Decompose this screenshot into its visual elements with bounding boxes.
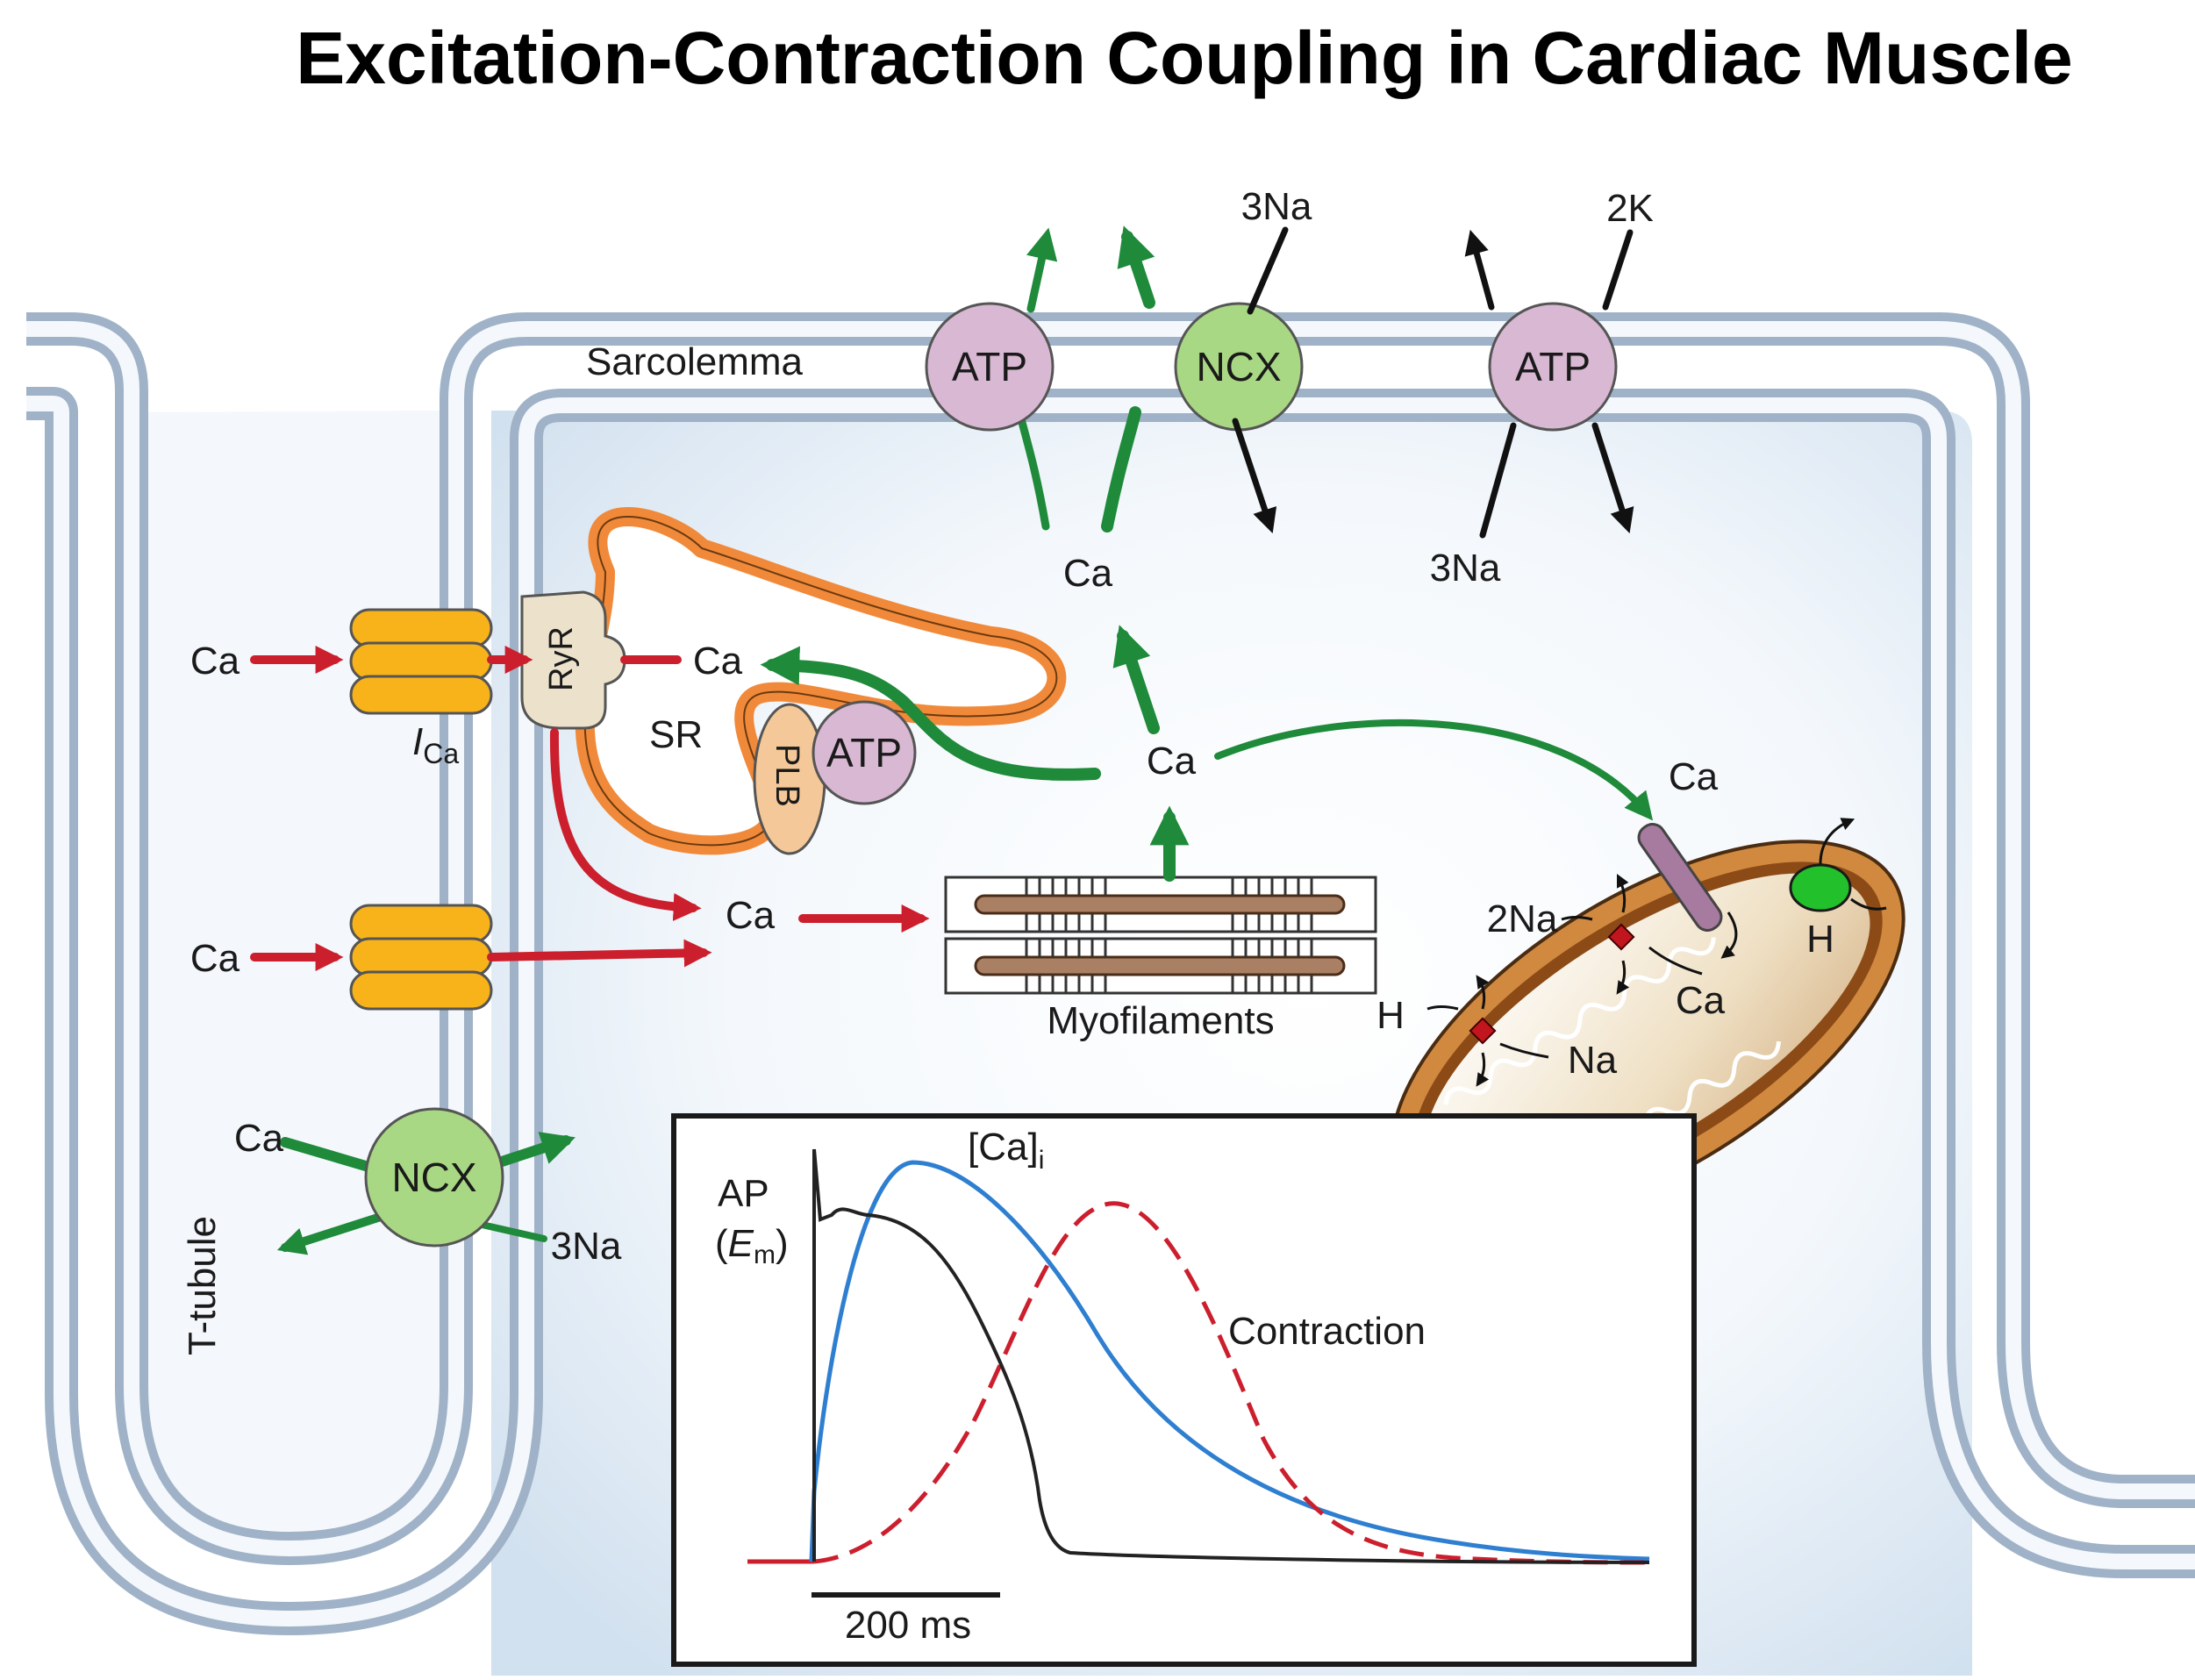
ttubule-ncx-in-arrow: [280, 1137, 374, 1172]
ca-cytosol-label: Ca: [726, 894, 776, 937]
sr-atp-pump: [812, 700, 917, 805]
mito-na-label: Na: [1568, 1039, 1618, 1082]
nak-k-in-arrow: [1591, 422, 1634, 533]
mito-ca-inner-label: Ca: [1676, 979, 1726, 1022]
ica-label-main: I: [412, 720, 423, 763]
mito-na-ca-exchanger: [1607, 923, 1635, 951]
plb-label: PLB: [769, 744, 805, 807]
ttubule-ncx-label: NCX: [391, 1155, 476, 1200]
ttubule-ncx-exchanger: [364, 1107, 504, 1247]
ca-extracellular-top-label: Ca: [190, 640, 240, 683]
myofilaments: [944, 876, 1377, 995]
scale-bar-label: 200 ms: [845, 1604, 971, 1647]
ca-ttubule-label: Ca: [234, 1117, 284, 1160]
sr-label: SR: [649, 713, 703, 756]
mito-uptake-arrow: [1214, 718, 1654, 821]
na-k-atpase: [1488, 302, 1618, 432]
membrane-outer-core: [26, 321, 2195, 1556]
contraction-label: Contraction: [1228, 1310, 1426, 1353]
mito-ca-uniporter: [1637, 823, 1723, 932]
nak-k-in-line: [1602, 229, 1634, 311]
ttubule-ncx-out-arrow: [486, 1132, 576, 1170]
diagram-title: Excitation-Contraction Coupling in Cardi…: [296, 17, 2073, 99]
ncx-na-in-arrow: [1232, 418, 1277, 533]
ttubule-na-out-arrow: [276, 1211, 390, 1255]
ryr-to-cytosol-arrow: [549, 728, 702, 921]
sarcolemma-atp-label: ATP: [952, 344, 1027, 390]
ncx-na-in-line: [1247, 226, 1289, 315]
sr-uptake-arrow: [760, 646, 1101, 781]
ca-sr-label: Ca: [693, 640, 743, 683]
ap-em-sub: m: [754, 1240, 776, 1269]
na-k-atpase-label: ATP: [1515, 344, 1591, 390]
cai-label: [Ca]i: [968, 1126, 1044, 1175]
ap-em-label: (Em): [715, 1222, 789, 1269]
green-arrows: [276, 225, 1654, 1255]
ca-extracellular-bottom-label: Ca: [190, 937, 240, 980]
ca-transient-trace: [809, 1160, 1650, 1562]
atp-pump-efflux-arrow: [1026, 227, 1058, 313]
ttubule-3na-label: 3Na: [551, 1225, 622, 1268]
sarcolemma-atp-pump: [925, 302, 1055, 432]
ryr-receptor: [520, 590, 626, 730]
sarcolemma-label: Sarcolemma: [586, 340, 803, 383]
sarcolemma-ncx-label: NCX: [1196, 344, 1281, 390]
ica-channel: [349, 608, 493, 715]
ryr-label: RyR: [543, 626, 580, 691]
sarcolemma-membrane: [26, 312, 2195, 1635]
lower-channel-to-cytosol-arrow: [487, 939, 712, 968]
t-tubule-label: T-tubule: [181, 1216, 224, 1355]
ca-center-label: Ca: [1147, 740, 1197, 783]
sr-outline: [583, 516, 1058, 847]
ttubule-na-in-line: [475, 1220, 547, 1242]
mito-h-lower-label: H: [1376, 994, 1405, 1037]
contraction-trace: [813, 1201, 1650, 1565]
nak-3na-label: 3Na: [1430, 547, 1501, 590]
inset-frame: [671, 1113, 1697, 1667]
ncx-efflux-arrow: [1117, 225, 1155, 309]
mito-h-upper-label: H: [1806, 918, 1834, 961]
lower-ca-channel: [349, 904, 493, 1011]
ap-label: AP: [718, 1172, 769, 1215]
ncx-3na-label: 3Na: [1241, 185, 1312, 228]
nak-na-out-arrow: [1464, 229, 1495, 311]
ca-to-ncx-arrow: [1101, 406, 1141, 533]
ap-trace: [812, 1148, 1650, 1564]
ica-label-sub: Ca: [423, 738, 459, 769]
mito-na-h-exchanger: [1469, 1017, 1497, 1045]
ca-upper-label: Ca: [1063, 552, 1113, 595]
mito-h-transporter: [1789, 863, 1852, 912]
ca-mito-label: Ca: [1669, 755, 1719, 798]
mito-2na-label: 2Na: [1487, 897, 1558, 940]
myofilaments-label: Myofilaments: [1047, 999, 1274, 1042]
ap-em-var: E: [728, 1222, 754, 1265]
mito-cristae-2: [1443, 937, 1716, 1105]
red-arrows: [250, 645, 930, 972]
cai-label-main: [Ca]: [968, 1126, 1039, 1169]
ap-em-open: (: [715, 1222, 728, 1265]
sr-atp-label: ATP: [826, 730, 902, 776]
nak-2k-label: 2K: [1606, 187, 1654, 230]
ap-em-close: ): [776, 1222, 789, 1265]
membrane-inner-core: [26, 396, 2195, 1626]
nak-na-out-line: [1479, 422, 1517, 539]
inset-chart: [671, 1113, 1697, 1667]
ica-label: ICa: [412, 720, 459, 769]
cai-label-sub: i: [1039, 1146, 1045, 1175]
black-arrows: [1232, 226, 1634, 539]
ca-to-upper-ca-arrow: [1112, 625, 1160, 734]
